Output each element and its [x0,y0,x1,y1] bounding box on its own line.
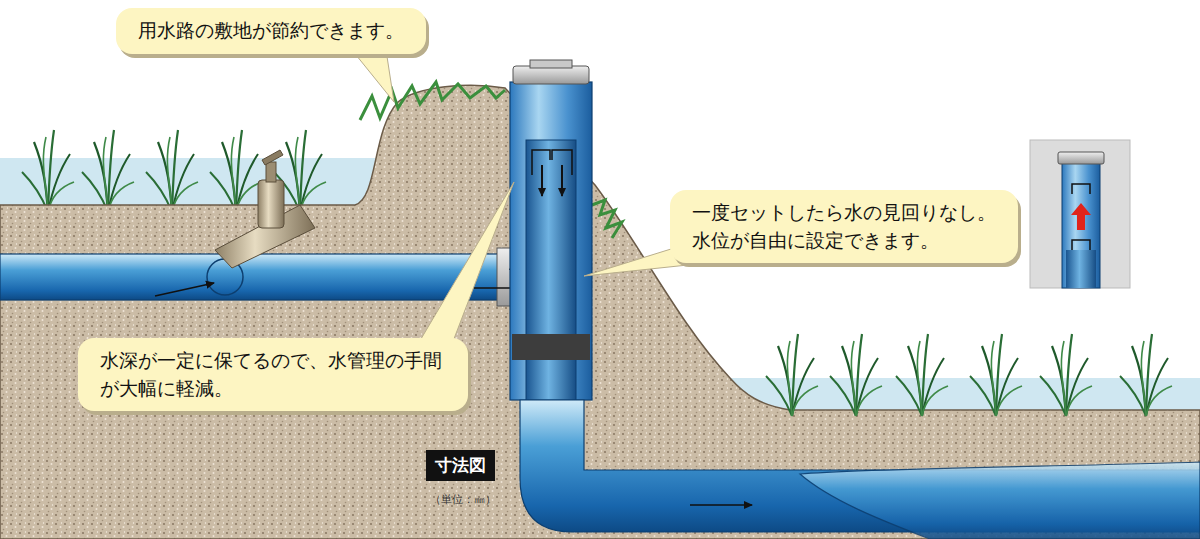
callout-text: 用水路の敷地が節約できます。 [138,17,404,45]
heading-text: 寸法図 [435,453,486,478]
callout-text: 水深が一定に保てるので、水管理の手間 が大幅に軽減。 [100,347,446,402]
callout-bubble: 一度セットしたら水の見回りなし。水位が自由に設定できます。 [670,190,1018,263]
callout-text: 水位が自由に設定できます。 [692,227,996,255]
title-tag: 寸法図 [426,450,495,481]
callout-bubble: 用水路の敷地が節約できます。 [116,8,426,54]
callout-text: 一度セットしたら水の見回りなし。 [692,199,996,227]
unit-note: （単位：㎜） [430,492,496,507]
callout-bubble: 水深が一定に保てるので、水管理の手間 が大幅に軽減。 [78,338,468,411]
